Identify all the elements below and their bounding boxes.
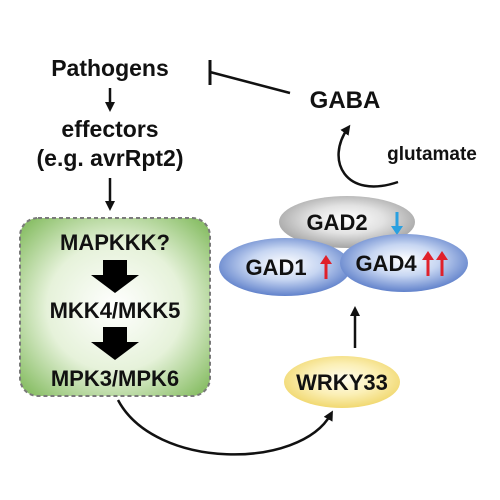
gad4-ellipse: [340, 234, 468, 292]
mapk-cascade-box: [19, 217, 211, 397]
gad1-ellipse: [219, 238, 351, 296]
gad1-up-arrow-icon: [320, 255, 332, 279]
gaba-label: GABA: [310, 87, 381, 114]
gad2-label: GAD2: [306, 210, 367, 235]
glutamate-label: glutamate: [387, 144, 477, 165]
wrky33-label: WRKY33: [296, 370, 388, 395]
gad2-down-arrow-icon: [391, 212, 403, 235]
gaba-inhibits-pathogens-line: [208, 60, 291, 95]
mpk-label: MPK3/MPK6: [51, 366, 179, 391]
gad4-label: GAD4: [355, 251, 417, 276]
mkk-label: MKK4/MKK5: [50, 298, 181, 323]
gad2-ellipse: [279, 196, 415, 248]
mapkkk-to-mkk-block-arrow: [91, 260, 139, 293]
gad1-label: GAD1: [245, 255, 306, 280]
mpk-to-wrky33-curved-arrow: [116, 399, 333, 456]
mapkkk-label: MAPKKK?: [60, 230, 170, 255]
pathogens-label: Pathogens: [51, 55, 169, 81]
glutamate-to-gaba-curved-arrow: [337, 124, 399, 188]
effectors-label: effectors: [61, 116, 158, 142]
gad4-double-up-arrow-icon: [422, 251, 448, 276]
effectors-example-label: (e.g. avrRpt2): [37, 145, 184, 171]
mkk-to-mpk-block-arrow: [91, 327, 139, 360]
wrky33-ellipse: [284, 356, 400, 408]
